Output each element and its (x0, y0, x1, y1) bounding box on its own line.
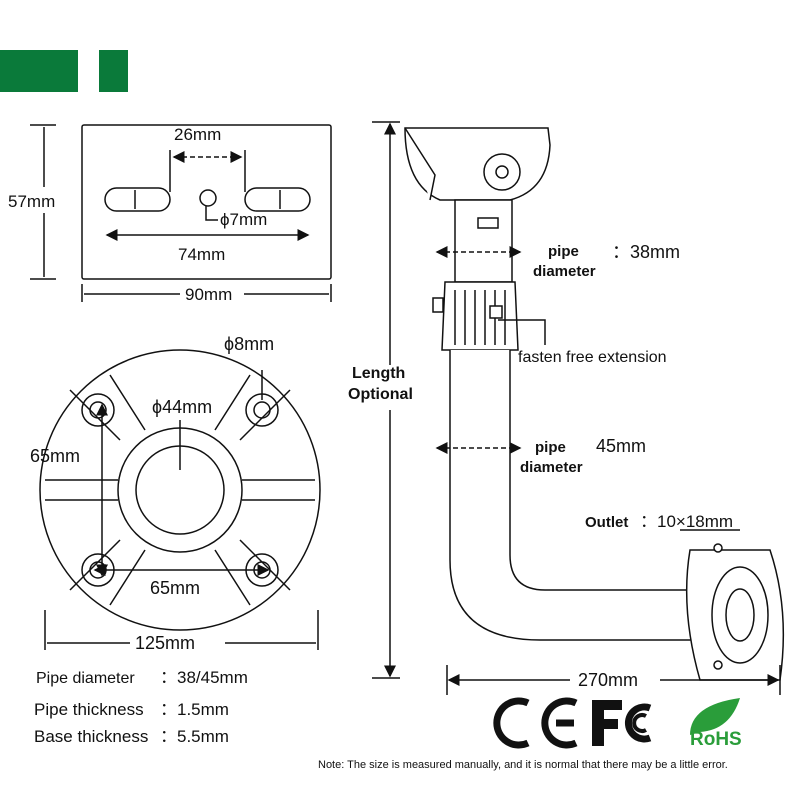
spec-base-thickness-value: ：5.5mm (160, 727, 229, 746)
outlet-label: Outlet (585, 514, 628, 531)
outlet-value: ：10×18mm (640, 512, 733, 531)
spec-pipe-diameter-value: ：38/45mm (160, 668, 248, 687)
overall-length-label: 270mm (578, 670, 638, 690)
base-horizontal-spacing-label: 65mm (150, 578, 200, 598)
plate-width-label: 90mm (185, 285, 232, 304)
pipe2-value: 45mm (596, 436, 646, 456)
pipe2-label-1: pipe (535, 439, 566, 456)
length-label-2: Optional (348, 386, 413, 403)
brand-bar-narrow (99, 50, 128, 92)
pipe1-label-1: pipe (548, 243, 579, 260)
fasten-label: fasten free extension (518, 349, 667, 366)
base-bore-label: ϕ44mm (152, 397, 212, 417)
mounting-plate-drawing (30, 124, 332, 302)
pipe1-label-2: diameter (533, 263, 596, 280)
spec-pipe-diameter-label: Pipe diameter (36, 670, 135, 687)
base-drawing (39, 349, 321, 650)
length-label-1: Length (352, 365, 405, 382)
brand-bar-wide (0, 50, 78, 92)
pipe2-label-2: diameter (520, 459, 583, 476)
rohs-logo: RoHS (690, 698, 742, 750)
fcc-logo (592, 700, 652, 746)
plate-height-label: 57mm (8, 192, 55, 211)
slot-spacing-label: 26mm (174, 125, 221, 144)
pipe1-value: ：38mm (612, 242, 680, 262)
spec-pipe-thickness-value: ：1.5mm (160, 700, 229, 719)
base-diameter-label: 125mm (135, 633, 195, 653)
base-vertical-spacing-label: 65mm (30, 446, 80, 466)
hole-diameter-label: ϕ7mm (220, 210, 267, 229)
measurement-note: Note: The size is measured manually, and… (318, 759, 728, 771)
base-hole-label: ϕ8mm (224, 334, 274, 354)
svg-text:RoHS: RoHS (690, 729, 742, 750)
spec-pipe-thickness-label: Pipe thickness (34, 700, 144, 719)
spec-base-thickness-label: Base thickness (34, 727, 148, 746)
slot-span-label: 74mm (178, 245, 225, 264)
bracket-drawing (372, 121, 785, 695)
ce-logo (493, 697, 578, 749)
